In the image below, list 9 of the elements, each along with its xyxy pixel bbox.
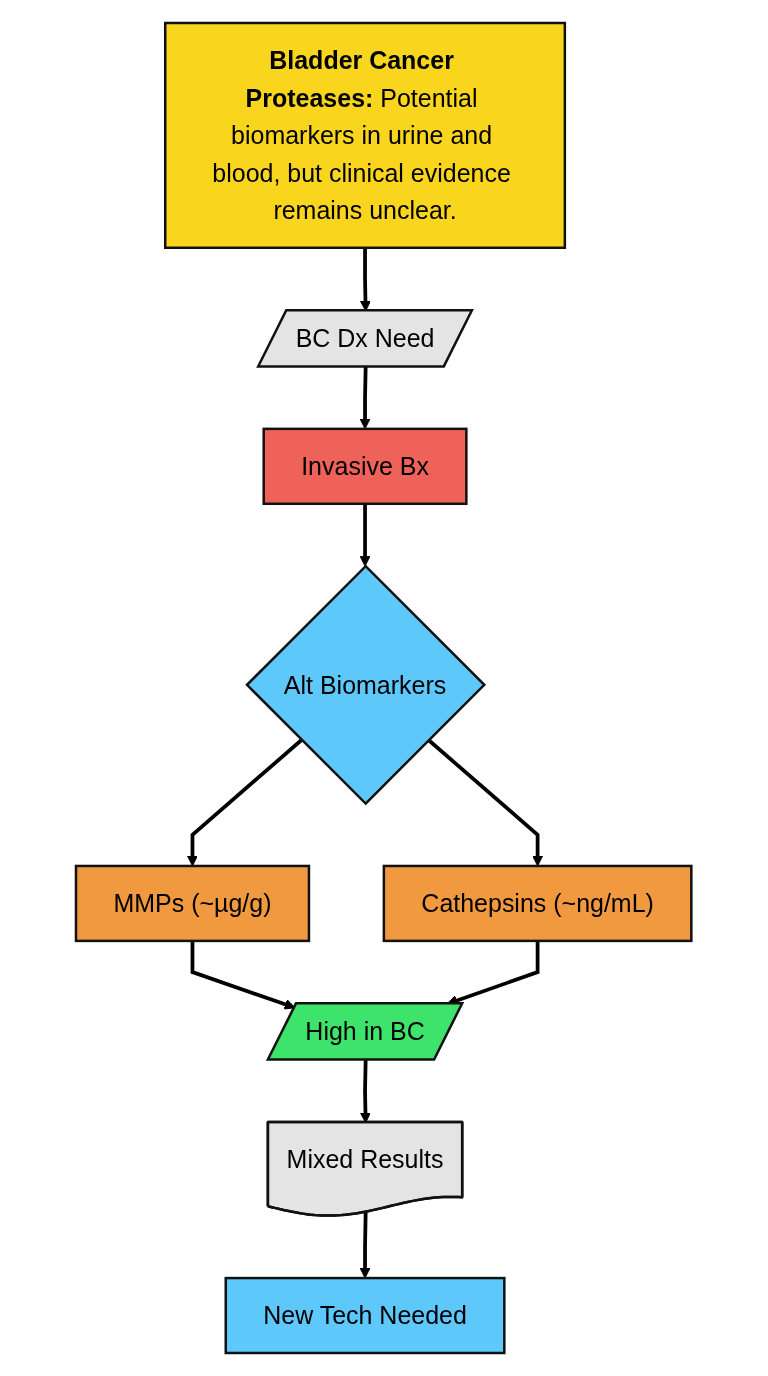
arrow [359,1212,371,1279]
node-box: Cathepsins (~ng/mL) [382,864,693,943]
node-diamond: Alt Biomarkers [245,564,487,806]
node-box: New Tech Needed [224,1276,506,1355]
node-box: MMPs (~µg/g) [75,864,311,943]
arrow [190,940,296,1010]
arrow [359,503,371,567]
node-box: Invasive Bx [262,427,468,506]
node-box: Bladder Cancer Proteases: Potential biomarkers in urine and blood, but clinical evidence remains unclear. [164,21,567,249]
